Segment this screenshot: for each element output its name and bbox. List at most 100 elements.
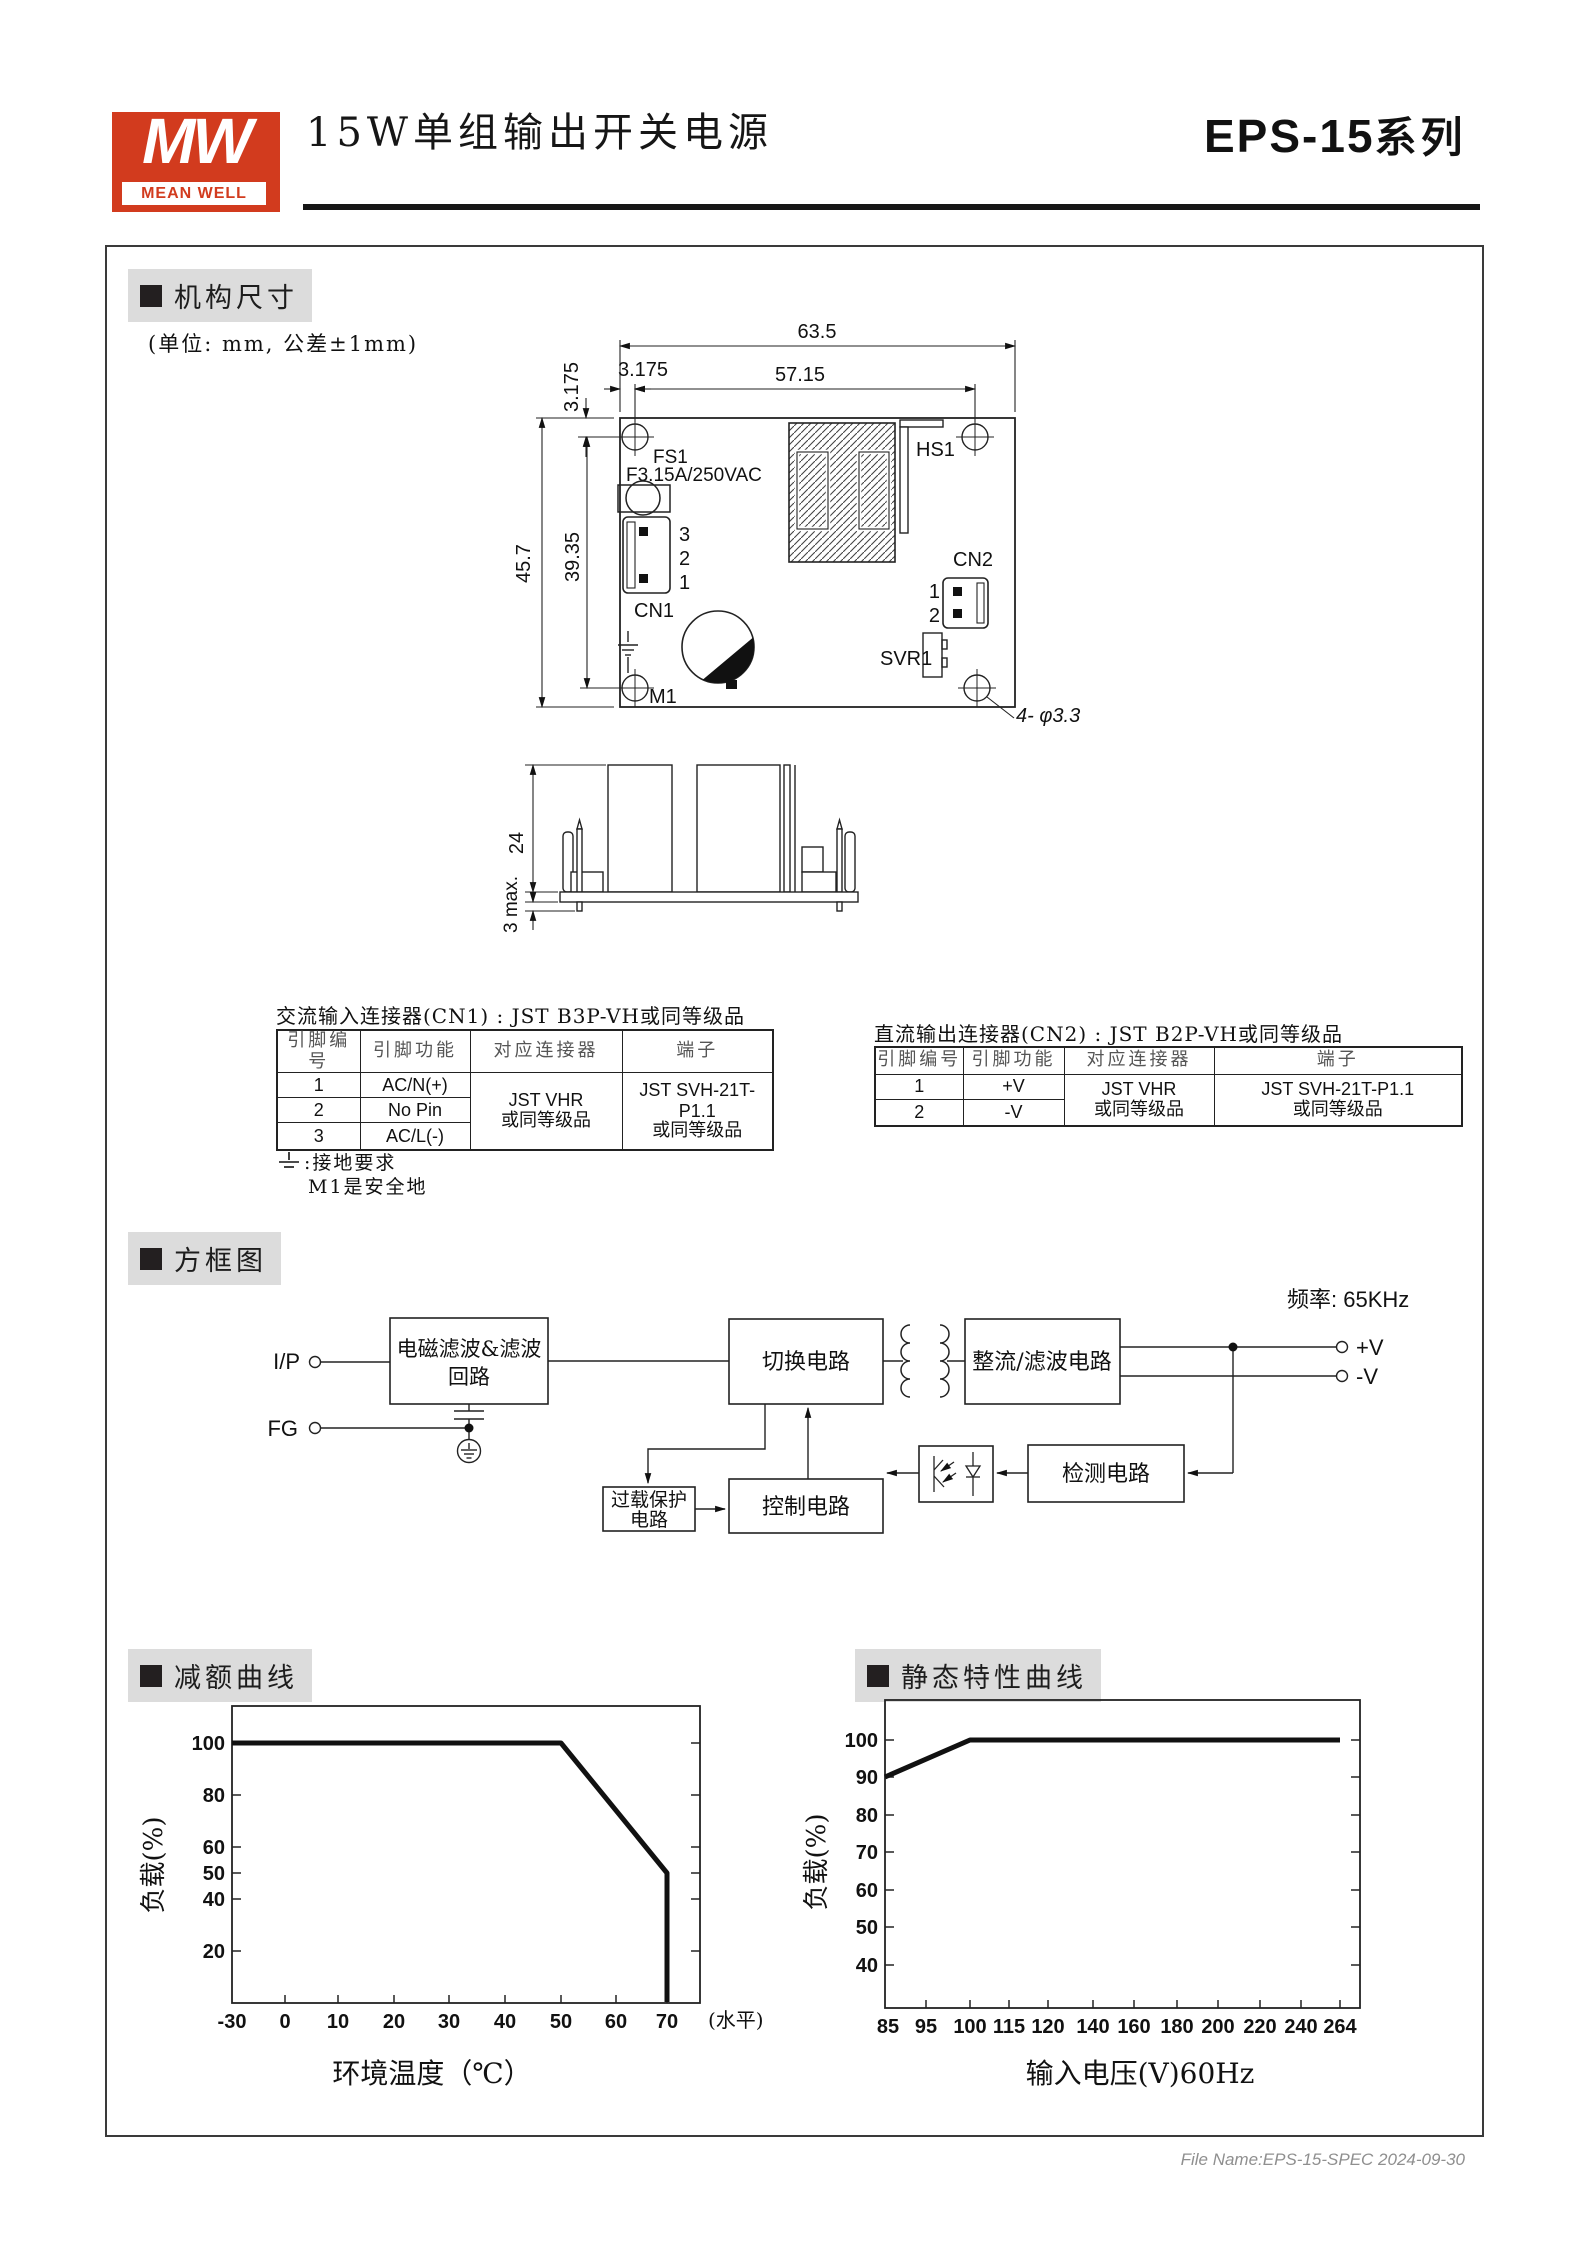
svg-text:70: 70 (856, 1842, 878, 1864)
cn1-term-line2: 或同等级品 (652, 1120, 743, 1142)
cn1-pin3-label: 3 (679, 524, 690, 546)
earth-ground-icon (279, 1151, 299, 1168)
block-diagram: 频率: 65KHz I/P FG (267, 1287, 1409, 1534)
svg-text:160: 160 (1117, 2016, 1150, 2038)
transformer-coils-icon (900, 1324, 950, 1398)
svg-text:50: 50 (550, 2011, 572, 2033)
svg-text:40: 40 (203, 1889, 225, 1911)
olp-label-1: 过载保护 (611, 1489, 687, 1511)
ip-terminal-icon (308, 1355, 322, 1369)
ground-note-line2: M1是安全地 (308, 1176, 428, 1198)
svg-text:90: 90 (856, 1767, 878, 1789)
cn2-r2-func: -V (962, 1098, 1065, 1127)
svg-text:20: 20 (383, 2011, 405, 2033)
rectifier-filter-label: 整流/滤波电路 (972, 1350, 1111, 1375)
cn1-r3-func: AC/L(-) (359, 1122, 471, 1151)
x-axis-title: 输入电压(V)60Hz (1026, 2057, 1255, 2090)
fg-terminal-icon (308, 1421, 322, 1435)
fuse-rating-label: F3.15A/250VAC (626, 465, 762, 486)
section-static-curve: 静态特性曲线 (855, 1649, 1101, 1702)
svg-text:60: 60 (856, 1880, 878, 1902)
section-block-diagram: 方框图 (128, 1232, 281, 1285)
svg-text:70: 70 (656, 2011, 678, 2033)
svg-text:60: 60 (605, 2011, 627, 2033)
mounting-holes (616, 418, 996, 707)
cn1-connector (622, 516, 671, 594)
svg-text:80: 80 (203, 1785, 225, 1807)
transformer-symbol (788, 422, 896, 563)
vneg-terminal-icon (1335, 1369, 1349, 1383)
svg-text:50: 50 (203, 1863, 225, 1885)
cn2-table: 引脚编号 引脚功能 对应连接器 端子 1 +V JST VHR 或同等级品 JS… (874, 1046, 1463, 1127)
dim-total-width: 63.5 (798, 321, 837, 343)
cn1-h-mate: 对应连接器 (469, 1029, 623, 1074)
x-axis-note: (水平) (708, 2008, 764, 2032)
svg-text:100: 100 (953, 2016, 986, 2038)
section-static-title: 静态特性曲线 (901, 1663, 1087, 1694)
svg-text:50: 50 (856, 1917, 878, 1939)
cn1-h-func: 引脚功能 (359, 1029, 471, 1074)
cn2-term-line2: 或同等级品 (1292, 1098, 1383, 1120)
hs1-heatsink (899, 419, 944, 534)
unit-note: (单位: mm, 公差±1mm) (148, 332, 419, 356)
ip-terminal-label: I/P (273, 1349, 300, 1374)
dim-hole-pitch-y: 39.35 (562, 532, 584, 582)
y-axis-title: 负载(%) (802, 1814, 832, 1911)
dim-hole-offset-y: 3.175 (561, 362, 583, 412)
cn1-term-cell: JST SVH-21T-P1.1 或同等级品 (621, 1072, 774, 1151)
fs1-label: FS1 (653, 447, 688, 468)
cn1-r3-pin: 3 (276, 1122, 361, 1151)
side-view-components (559, 764, 859, 912)
cn1-table-title: 交流输入连接器(CN1) : JST B3P-VH或同等级品 (276, 1004, 745, 1028)
cn1-mate-line1: JST VHR (508, 1090, 584, 1111)
cn1-r1-func: AC/N(+) (359, 1072, 471, 1099)
emi-filter-label-1: 电磁滤波&滤波 (397, 1337, 542, 1361)
logo-mw-icon: MW (142, 105, 253, 177)
cn2-mate-cell: JST VHR 或同等级品 (1063, 1073, 1215, 1127)
cn2-term-line1: JST SVH-21T-P1.1 (1261, 1079, 1415, 1100)
earth-ground-icon (618, 631, 638, 673)
m1-label: M1 (649, 686, 677, 708)
dimension-lines (536, 340, 1017, 719)
section-bullet-icon (867, 1664, 889, 1687)
series-title: EPS-15系列 (1204, 104, 1467, 165)
cn1-pin1-label: 1 (679, 572, 690, 594)
y-tick-labels: 100 90 80 70 60 50 40 (845, 1730, 878, 1977)
svg-text:60: 60 (203, 1837, 225, 1859)
meanwell-logo: MW MEAN WELL (112, 105, 280, 212)
cn1-h-term: 端子 (621, 1029, 774, 1074)
logo-brand-strip: MEAN WELL (122, 182, 266, 205)
svg-text:40: 40 (494, 2011, 516, 2033)
svg-text:40: 40 (856, 1955, 878, 1977)
chart-ticks (885, 1739, 1360, 2008)
vpos-terminal-label: +V (1356, 1335, 1384, 1360)
y-axis-title: 负载(%) (139, 1817, 169, 1914)
dim-total-height: 45.7 (513, 544, 535, 583)
cn2-r2-pin: 2 (874, 1098, 964, 1127)
section-bullet-icon (140, 284, 162, 307)
fg-terminal-label: FG (267, 1416, 298, 1441)
svg-text:264: 264 (1323, 2016, 1357, 2038)
chart-frame (231, 1705, 701, 2004)
cn1-h-pin: 引脚编号 (276, 1029, 361, 1074)
svg-text:20: 20 (203, 1941, 225, 1963)
cn1-table: 引脚编号 引脚功能 对应连接器 端子 1 AC/N(+) JST VHR 或同等… (276, 1029, 774, 1151)
cn1-r2-pin: 2 (276, 1097, 361, 1124)
detection-circuit-label: 检测电路 (1062, 1462, 1150, 1487)
cn1-r2-func: No Pin (359, 1097, 471, 1124)
cn1-label: CN1 (634, 600, 674, 622)
dim-mounting-holes: 4- φ3.3 (1016, 705, 1080, 727)
emi-filter-label-2: 回路 (448, 1365, 490, 1389)
cn2-r1-pin: 1 (874, 1073, 964, 1100)
cn1-mate-line2: 或同等级品 (501, 1110, 591, 1132)
block-boxes (389, 1317, 1185, 1534)
hs1-label: HS1 (916, 439, 955, 461)
svg-text:180: 180 (1160, 2016, 1193, 2038)
cn2-label: CN2 (953, 549, 993, 571)
section-mechanical: 机构尺寸 (128, 269, 312, 322)
cn2-mate-line1: JST VHR (1101, 1079, 1177, 1100)
section-derating-title: 减额曲线 (174, 1663, 298, 1694)
cn2-term-cell: JST SVH-21T-P1.1 或同等级品 (1213, 1073, 1463, 1127)
vpos-terminal-icon (1335, 1340, 1349, 1354)
